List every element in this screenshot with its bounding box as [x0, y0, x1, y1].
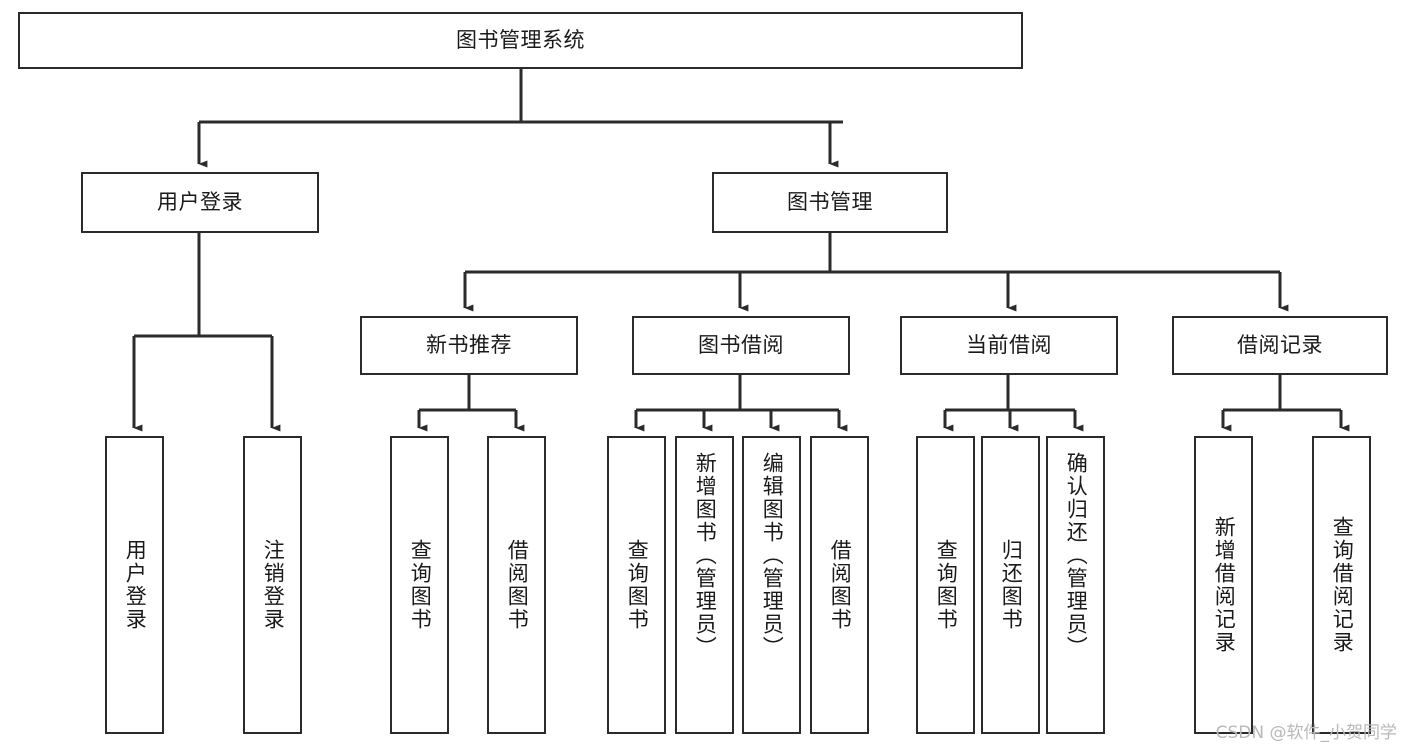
node-current-borrow[interactable]: 当前借阅: [900, 316, 1118, 375]
node-root[interactable]: 图书管理系统: [18, 12, 1023, 69]
node-leaf-query-book-1[interactable]: 查询图书: [390, 436, 449, 734]
node-new-book-rec-label: 新书推荐: [426, 332, 512, 357]
node-leaf-query-book-2[interactable]: 查询图书: [607, 436, 666, 734]
node-leaf-query-record-label: 查询借阅记录: [1330, 516, 1355, 654]
node-borrow-record-label: 借阅记录: [1237, 332, 1323, 357]
node-leaf-logout-label: 注销登录: [261, 539, 286, 631]
node-current-borrow-label: 当前借阅: [966, 332, 1052, 357]
node-book-borrow[interactable]: 图书借阅: [632, 316, 850, 375]
node-leaf-user-login-label: 用户登录: [123, 539, 148, 631]
node-new-book-rec[interactable]: 新书推荐: [360, 316, 578, 375]
node-root-label: 图书管理系统: [456, 27, 585, 52]
node-leaf-return-book[interactable]: 归还图书: [981, 436, 1040, 734]
node-leaf-add-record[interactable]: 新增借阅记录: [1194, 436, 1253, 734]
node-leaf-borrow-book-1[interactable]: 借阅图书: [487, 436, 546, 734]
node-leaf-user-login[interactable]: 用户登录: [105, 436, 164, 734]
node-leaf-add-record-label: 新增借阅记录: [1212, 516, 1237, 654]
node-book-manage[interactable]: 图书管理: [712, 172, 948, 233]
node-leaf-return-book-label: 归还图书: [999, 539, 1024, 631]
node-leaf-query-book-2-label: 查询图书: [625, 539, 650, 631]
node-user-login[interactable]: 用户登录: [81, 172, 319, 233]
node-leaf-add-book[interactable]: 新增图书（管理员）: [675, 436, 734, 734]
node-leaf-query-book-1-label: 查询图书: [408, 539, 433, 631]
node-book-manage-label: 图书管理: [787, 189, 873, 214]
node-user-login-label: 用户登录: [157, 189, 243, 214]
node-leaf-edit-book[interactable]: 编辑图书（管理员）: [742, 436, 801, 734]
node-leaf-confirm-return-label: 确认归还（管理员）: [1064, 452, 1089, 659]
node-leaf-query-record[interactable]: 查询借阅记录: [1312, 436, 1371, 734]
csdn-watermark: CSDN @软件_小贺同学: [1215, 723, 1397, 743]
node-leaf-query-book-3-label: 查询图书: [934, 539, 959, 631]
node-leaf-query-book-3[interactable]: 查询图书: [916, 436, 975, 734]
node-leaf-borrow-book-2-label: 借阅图书: [828, 539, 853, 631]
node-borrow-record[interactable]: 借阅记录: [1172, 316, 1388, 375]
node-leaf-add-book-label: 新增图书（管理员）: [693, 452, 718, 659]
node-leaf-borrow-book-2[interactable]: 借阅图书: [810, 436, 869, 734]
node-leaf-edit-book-label: 编辑图书（管理员）: [760, 452, 785, 659]
node-leaf-logout[interactable]: 注销登录: [243, 436, 302, 734]
node-book-borrow-label: 图书借阅: [698, 332, 784, 357]
node-leaf-borrow-book-1-label: 借阅图书: [505, 539, 530, 631]
node-leaf-confirm-return[interactable]: 确认归还（管理员）: [1046, 436, 1105, 734]
